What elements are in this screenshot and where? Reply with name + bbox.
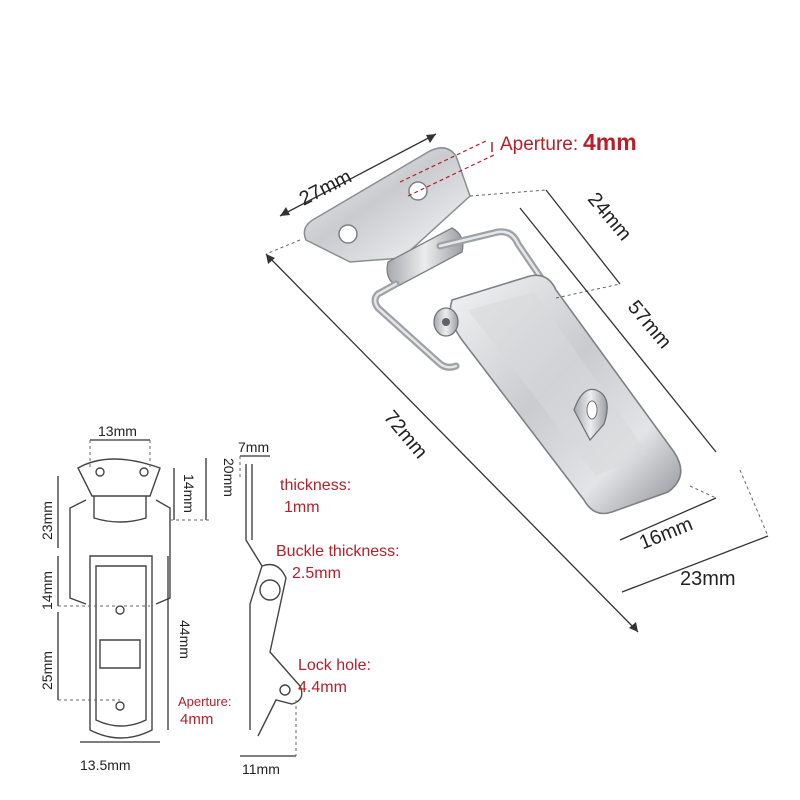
side-top-width: 7mm <box>238 439 269 455</box>
front-wire-loop <box>69 499 171 605</box>
latch-photo <box>303 147 682 515</box>
front-view-sketch <box>57 439 210 743</box>
front-aperture-value: 4mm <box>180 711 213 728</box>
aperture-value: 4mm <box>583 129 637 155</box>
dim-upper-length: 24mm <box>583 188 636 245</box>
buckle-thickness-label: Buckle thickness: <box>276 543 400 560</box>
side-lever <box>257 563 303 737</box>
lock-hole-label: Lock hole: <box>298 657 371 674</box>
buckle-thickness-value: 2.5mm <box>292 565 341 582</box>
side-plate <box>245 464 263 730</box>
front-height-44: 44mm <box>177 620 193 659</box>
dim-body-length: 57mm <box>623 296 676 353</box>
side-view-sketch <box>239 455 303 757</box>
lock-hole-value: 4.4mm <box>298 679 347 696</box>
front-height-23: 23mm <box>39 501 55 540</box>
front-lever-body <box>89 555 153 739</box>
dim-bottom-outer: 23mm <box>680 568 736 590</box>
front-height-25: 25mm <box>39 651 55 690</box>
side-bottom-width: 11mm <box>242 761 280 777</box>
aperture-label: Aperture: <box>500 134 578 155</box>
front-bottom-width: 13.5mm <box>80 757 131 773</box>
front-height-20: 20mm <box>221 458 237 497</box>
thickness-label: thickness: <box>280 477 351 494</box>
front-aperture-label: Aperture: <box>178 694 231 709</box>
thickness-value: 1mm <box>284 499 320 516</box>
front-top-width: 13mm <box>98 423 137 439</box>
mount-hole-right <box>408 181 428 201</box>
front-top-plate <box>77 458 161 497</box>
mount-hole-left <box>338 224 358 244</box>
front-height-14-side: 14mm <box>39 571 55 610</box>
front-height-14-top: 14mm <box>181 474 197 513</box>
photo-dimension-lines <box>265 133 769 633</box>
